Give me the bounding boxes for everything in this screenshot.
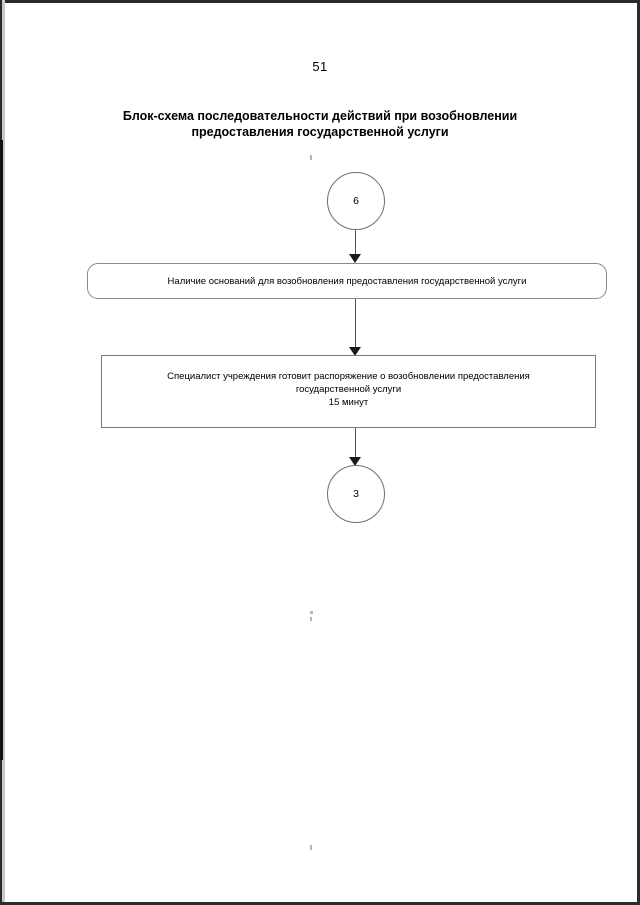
scan-edge-left-dark — [0, 140, 3, 760]
flow-node-action-line-1: Специалист учреждения готовит распоряжен… — [167, 371, 530, 382]
flow-node-end-label: 3 — [353, 488, 359, 500]
scan-speckle — [310, 611, 313, 614]
scan-speckle — [310, 617, 312, 621]
flow-node-action: Специалист учреждения готовит распоряжен… — [101, 355, 596, 428]
flow-node-start-circle: 6 — [327, 172, 385, 230]
page-title-line-1: Блок-схема последовательности действий п… — [122, 109, 518, 123]
arrow-down-icon — [349, 347, 361, 356]
scan-speckle — [310, 845, 312, 850]
flow-node-condition: Наличие оснований для возобновления пред… — [87, 263, 607, 299]
flow-connector-action-to-end — [355, 428, 356, 458]
scan-speckle — [310, 155, 312, 160]
flow-node-action-line-2: государственной услуги — [295, 384, 402, 395]
flow-node-condition-label: Наличие оснований для возобновления пред… — [167, 275, 527, 287]
flow-connector-start-to-condition — [355, 230, 356, 256]
page-title-line-2: предоставления государственной услуги — [191, 125, 449, 139]
arrow-down-icon — [349, 254, 361, 263]
flow-node-start-label: 6 — [353, 195, 359, 207]
flow-connector-condition-to-action — [355, 299, 356, 348]
arrow-down-icon — [349, 457, 361, 466]
flow-node-end-circle: 3 — [327, 465, 385, 523]
scan-edge-right — [637, 0, 640, 905]
scan-edge-bottom — [0, 902, 640, 905]
page-number: 51 — [312, 59, 328, 74]
scan-edge-top — [0, 0, 640, 3]
flow-node-action-line-3: 15 минут — [328, 397, 369, 408]
page-title: Блок-схема последовательности действий п… — [110, 108, 530, 140]
scan-edge-left-soft — [2, 0, 5, 905]
